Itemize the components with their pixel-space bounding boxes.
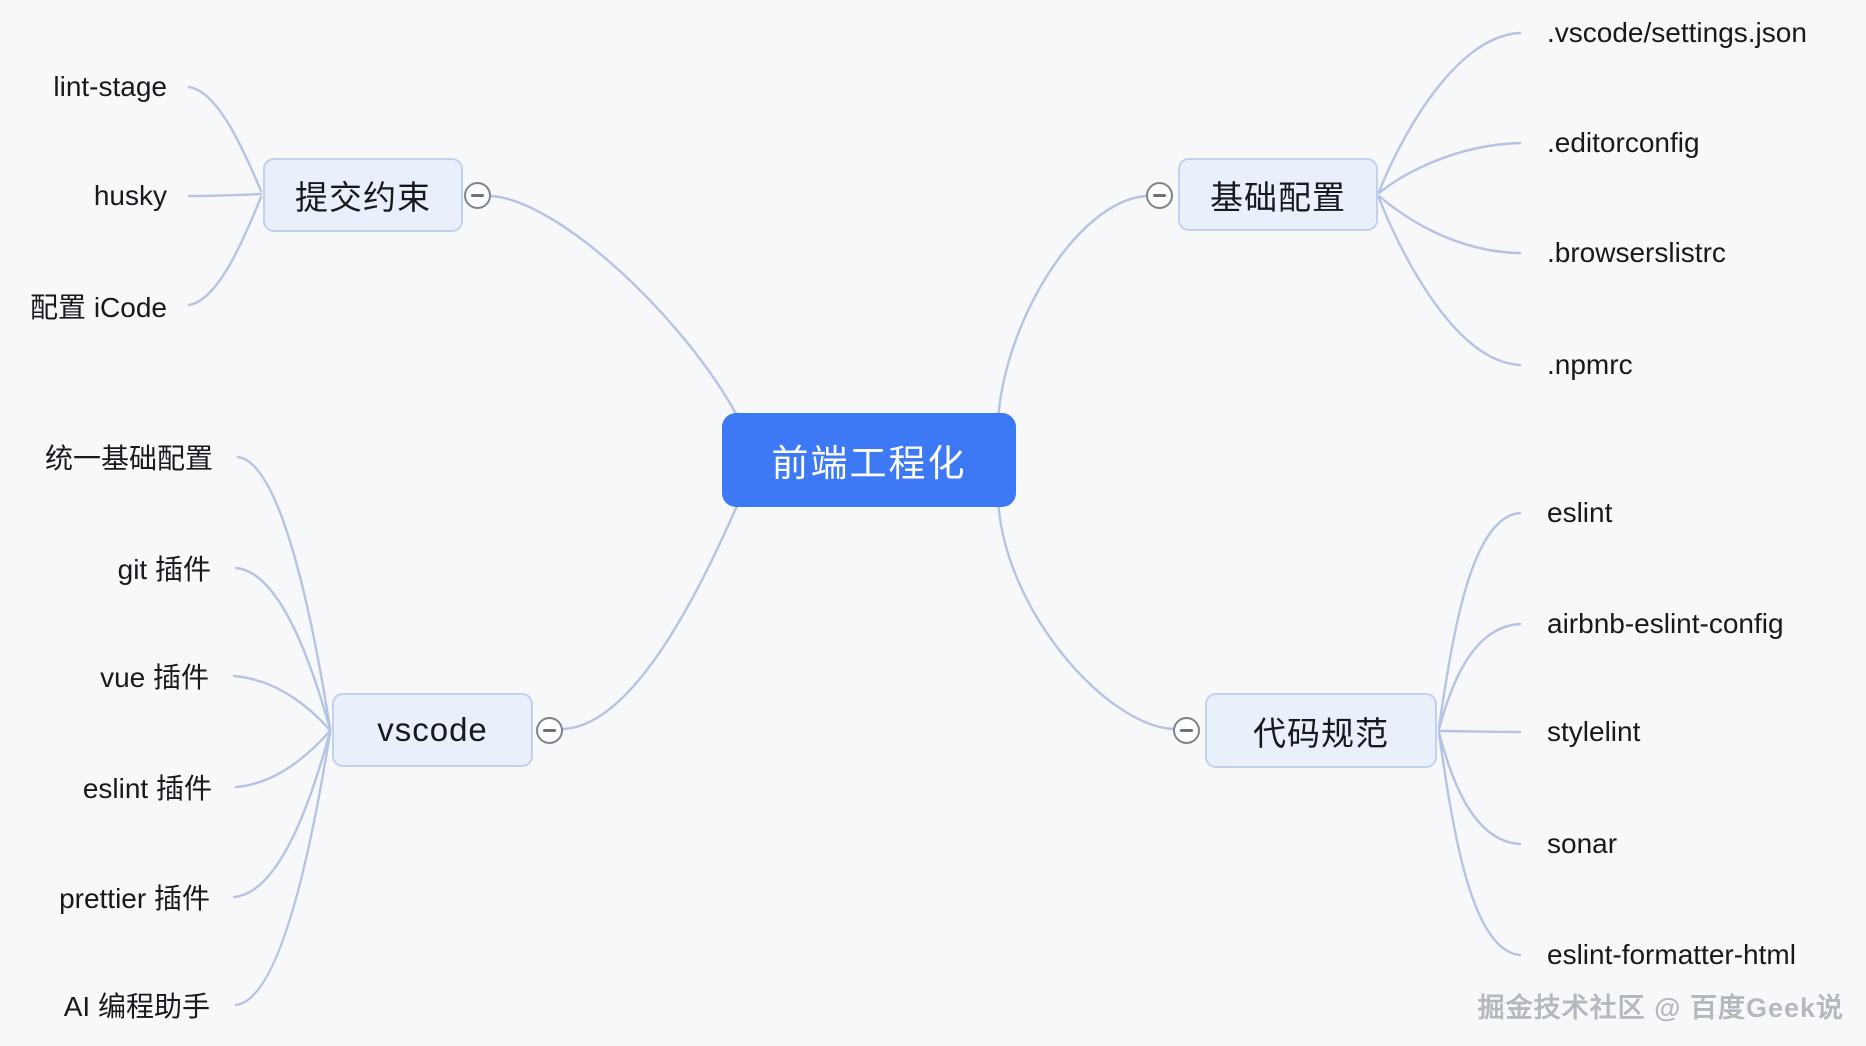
branch-node-base-config[interactable]: 基础配置 — [1178, 158, 1378, 231]
leaf-node-husky[interactable]: husky — [93, 180, 167, 211]
branch-node-vscode[interactable]: vscode — [332, 693, 533, 767]
leaf-node-vscode-settings-json[interactable]: .vscode/settings.json — [1547, 17, 1807, 48]
leaf-node-icode-config[interactable]: 配置 iCode — [30, 292, 167, 323]
collapse-button-commit-constraints[interactable] — [464, 182, 491, 209]
collapse-button-vscode[interactable] — [536, 717, 563, 744]
leaf-node-sonar[interactable]: sonar — [1547, 828, 1618, 859]
minus-icon — [543, 729, 556, 732]
minus-icon — [1180, 729, 1193, 732]
leaf-node-ai-assistant[interactable]: AI 编程助手 — [63, 991, 210, 1022]
leaf-node-airbnb-eslint-config[interactable]: airbnb-eslint-config — [1547, 608, 1784, 639]
branch-node-code-standards[interactable]: 代码规范 — [1205, 693, 1437, 768]
leaf-node-eslint[interactable]: eslint — [1547, 497, 1613, 528]
leaf-node-vue-plugin[interactable]: vue 插件 — [100, 662, 209, 693]
leaf-node-git-plugin[interactable]: git 插件 — [117, 554, 211, 585]
leaf-node-npmrc[interactable]: .npmrc — [1547, 349, 1633, 380]
leaf-node-prettier-plugin[interactable]: prettier 插件 — [59, 883, 210, 914]
minus-icon — [1153, 194, 1166, 197]
collapse-button-code-standards[interactable] — [1173, 717, 1200, 744]
watermark: 掘金技术社区 @ 百度Geek说 — [1477, 993, 1844, 1023]
leaf-node-browserslistrc[interactable]: .browserslistrc — [1547, 237, 1726, 268]
leaf-node-editorconfig[interactable]: .editorconfig — [1547, 127, 1700, 158]
leaf-node-unified-base-config[interactable]: 统一基础配置 — [44, 443, 213, 474]
branch-node-commit-constraints[interactable]: 提交约束 — [263, 158, 463, 232]
leaf-node-eslint-formatter-html[interactable]: eslint-formatter-html — [1547, 939, 1796, 970]
root-node[interactable]: 前端工程化 — [722, 413, 1016, 507]
leaf-node-stylelint[interactable]: stylelint — [1547, 716, 1641, 747]
leaf-node-lint-stage[interactable]: lint-stage — [53, 71, 167, 102]
collapse-button-base-config[interactable] — [1146, 182, 1173, 209]
leaf-node-eslint-plugin[interactable]: eslint 插件 — [82, 773, 212, 804]
minus-icon — [471, 194, 484, 197]
